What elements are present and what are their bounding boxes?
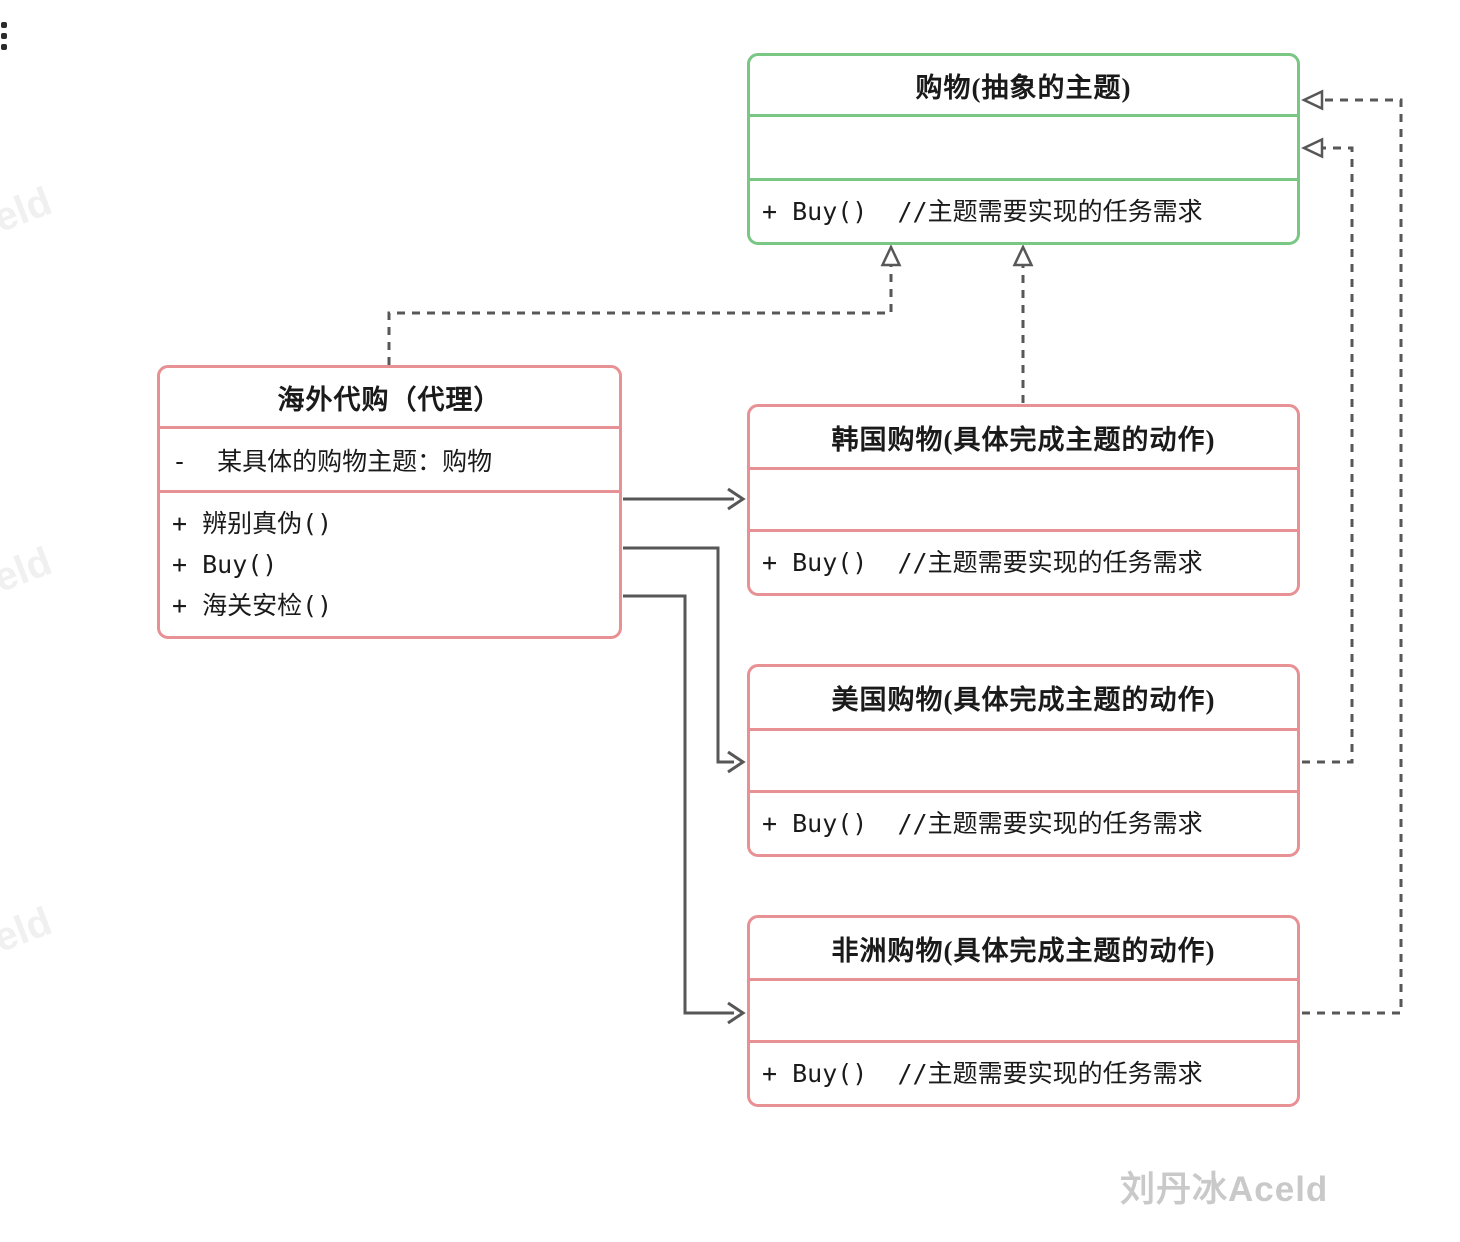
- realization-arrow-usa-to-subject: [1301, 137, 1354, 764]
- class-methods-abstract-subject: + Buy() //主题需要实现的任务需求: [750, 178, 1297, 242]
- class-methods-proxy: + 辨别真伪() + Buy() + 海关安检(): [160, 490, 619, 636]
- method-line: + Buy() //主题需要实现的任务需求: [762, 1059, 1203, 1088]
- association-arrow-proxy-to-africa: [623, 594, 746, 1025]
- class-box-africa: 非洲购物(具体完成主题的动作) + Buy() //主题需要实现的任务需求: [747, 915, 1300, 1107]
- class-title-abstract-subject: 购物(抽象的主题): [915, 72, 1132, 103]
- realization-arrow-africa-to-subject: [1301, 89, 1403, 1015]
- method-line: + 海关安检(): [172, 591, 333, 620]
- class-box-korea: 韩国购物(具体完成主题的动作) + Buy() //主题需要实现的任务需求: [747, 404, 1300, 596]
- association-arrow-proxy-to-usa: [623, 546, 746, 774]
- method-line: + Buy() //主题需要实现的任务需求: [762, 548, 1203, 577]
- author-watermark: 刘丹冰Aceld: [1120, 1170, 1329, 1209]
- class-attributes-korea: [750, 467, 1297, 529]
- class-attributes-abstract-subject: [750, 114, 1297, 178]
- class-box-proxy: 海外代购（代理） - 某具体的购物主题：购物 + 辨别真伪() + Buy() …: [157, 365, 622, 639]
- class-attributes-africa: [750, 978, 1297, 1040]
- class-title-korea: 韩国购物(具体完成主题的动作): [831, 424, 1216, 455]
- realization-arrow-korea-to-subject: [1012, 244, 1034, 403]
- class-box-abstract-subject: 购物(抽象的主题) + Buy() //主题需要实现的任务需求: [747, 53, 1300, 245]
- method-line: + Buy(): [172, 550, 278, 579]
- realization-arrow-proxy-to-subject: [387, 244, 902, 365]
- class-methods-korea: + Buy() //主题需要实现的任务需求: [750, 529, 1297, 593]
- class-box-usa: 美国购物(具体完成主题的动作) + Buy() //主题需要实现的任务需求: [747, 664, 1300, 857]
- class-methods-africa: + Buy() //主题需要实现的任务需求: [750, 1040, 1297, 1104]
- class-title-usa: 美国购物(具体完成主题的动作): [831, 685, 1216, 715]
- class-title-proxy: 海外代购（代理）: [277, 384, 502, 415]
- class-title-africa: 非洲购物(具体完成主题的动作): [831, 935, 1216, 966]
- class-attributes-usa: [750, 728, 1297, 790]
- vertical-ellipsis-icon: [1, 22, 7, 50]
- class-attribute-proxy: - 某具体的购物主题：购物: [160, 426, 619, 490]
- class-methods-usa: + Buy() //主题需要实现的任务需求: [750, 790, 1297, 854]
- method-line: + Buy() //主题需要实现的任务需求: [762, 197, 1203, 226]
- method-line: + Buy() //主题需要实现的任务需求: [762, 809, 1203, 838]
- method-line: + 辨别真伪(): [172, 509, 333, 538]
- association-arrow-proxy-to-korea: [623, 487, 746, 511]
